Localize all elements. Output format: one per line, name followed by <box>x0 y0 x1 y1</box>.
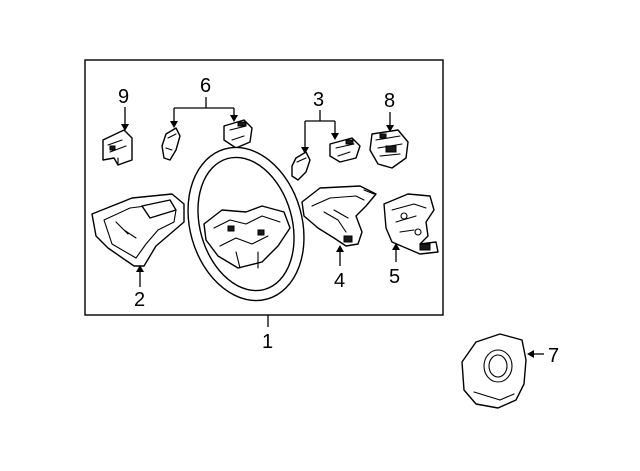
callout-6: 6 <box>200 75 211 97</box>
callout-9: 9 <box>118 86 129 108</box>
part-9-switch[interactable] <box>102 129 133 166</box>
callout-7: 7 <box>548 345 559 367</box>
callout-3-arrow-right <box>331 133 339 140</box>
callout-4-arrow <box>336 245 344 252</box>
callout-2: 2 <box>134 289 145 311</box>
callout-6-leader <box>173 97 235 124</box>
part-6-paddle-left[interactable] <box>161 127 181 161</box>
part-2-trim-cover[interactable] <box>91 193 185 267</box>
callout-7-arrow <box>527 350 534 358</box>
part-6-paddle-right[interactable] <box>223 119 253 149</box>
callout-8: 8 <box>384 90 395 112</box>
callout-6-arrow-left <box>170 121 178 128</box>
callout-2-arrow <box>136 265 144 272</box>
callout-6-arrow-right <box>230 115 238 122</box>
steering-wheel[interactable] <box>171 134 322 315</box>
part-8-control-switch[interactable] <box>369 129 409 169</box>
callout-3-arrow-left <box>301 147 309 154</box>
assembly-frame <box>84 59 444 316</box>
callout-4: 4 <box>334 270 345 292</box>
callout-9-arrow <box>121 124 129 131</box>
callout-3: 3 <box>313 89 324 111</box>
part-5-bracket[interactable] <box>383 193 439 255</box>
callout-1: 1 <box>262 331 273 353</box>
part-7-airbag[interactable] <box>461 333 527 409</box>
part-4-clock-spring[interactable] <box>301 185 377 247</box>
callout-8-arrow <box>386 125 394 132</box>
part-3-paddle-left[interactable] <box>291 151 311 181</box>
callout-3-leader <box>304 110 336 150</box>
part-3-paddle-right[interactable] <box>329 137 361 163</box>
callout-5-arrow <box>392 243 400 250</box>
callout-5: 5 <box>389 266 400 288</box>
